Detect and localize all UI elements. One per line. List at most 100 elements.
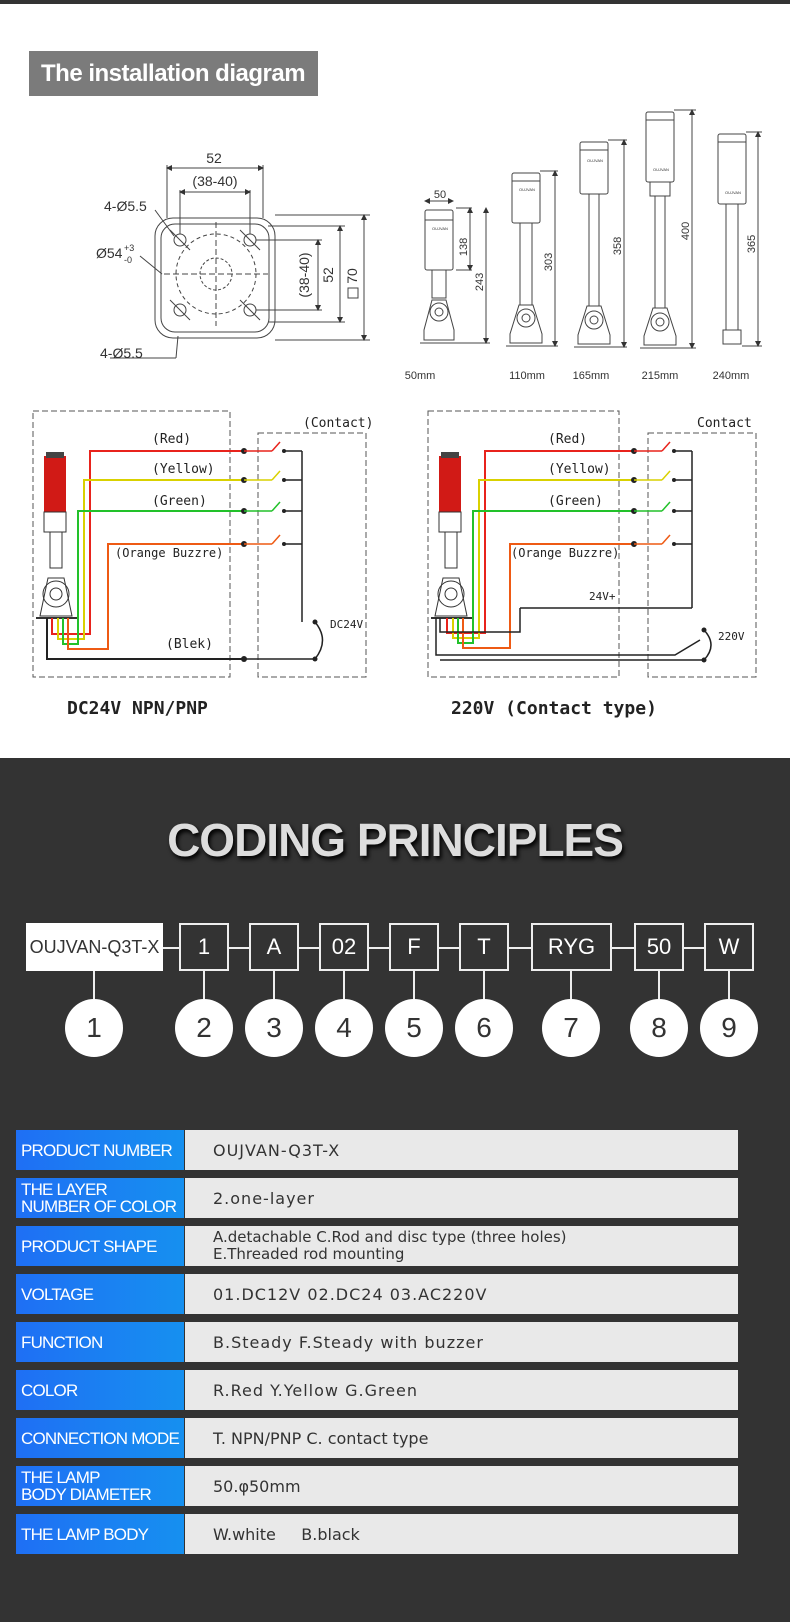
left-supply-label: DC24V: [330, 618, 363, 631]
spec-value: W.white B.black: [185, 1514, 738, 1554]
right-contact-label: Contact: [697, 416, 752, 431]
installation-drawing: 52 (38-40) 4-Ø5.5 Ø54 +3 -0 4-Ø5.5 (38-4…: [32, 109, 762, 719]
left-red-label: (Red): [152, 432, 191, 447]
code-box-shape: A: [249, 923, 299, 971]
code-tick: [658, 971, 660, 999]
code-box-layer: 1: [179, 923, 229, 971]
code-box-body: W: [704, 923, 754, 971]
svg-text:OUJVAN: OUJVAN: [432, 226, 448, 231]
side-52: 52: [320, 267, 336, 283]
coding-heading: CODING PRINCIPLES: [167, 814, 624, 866]
right-red-label: (Red): [548, 432, 587, 447]
spec-value: 50.φ50mm: [185, 1466, 738, 1506]
spec-row-body: THE LAMP BODY W.white B.black: [16, 1514, 738, 1554]
lamp5-h365: 365: [746, 235, 758, 253]
base-plate-drawing: [110, 165, 370, 359]
side-38-40: (38-40): [296, 252, 312, 297]
code-connector: [439, 947, 459, 949]
code-box-model: OUJVAN-Q3T-X: [26, 923, 163, 971]
spec-value: 2.one-layer: [185, 1178, 738, 1218]
spec-label: VOLTAGE: [16, 1274, 184, 1314]
spec-label: CONNECTION MODE: [16, 1418, 184, 1458]
svg-text:OUJVAN: OUJVAN: [653, 167, 669, 172]
code-connector: [163, 947, 179, 949]
code-number-2: 2: [175, 999, 233, 1057]
right-supply-label: 220V: [718, 630, 745, 643]
spec-value: 01.DC12V 02.DC24 03.AC220V: [185, 1274, 738, 1314]
spec-value: OUJVAN-Q3T-X: [185, 1130, 738, 1170]
lamp-brand-marks: OUJVAN OUJVAN OUJVAN OUJVAN OUJVAN: [432, 158, 741, 231]
lamp2-h303: 303: [543, 253, 555, 271]
left-caption: DC24V NPN/PNP: [67, 698, 208, 719]
top-border: [0, 0, 790, 4]
code-number-8: 8: [630, 999, 688, 1057]
lamp3-h358: 358: [612, 237, 624, 255]
spec-row-product-number: PRODUCT NUMBER OUJVAN-Q3T-X: [16, 1130, 738, 1170]
left-orange-label: (Orange Buzzre): [115, 546, 223, 560]
spec-value: T. NPN/PNP C. contact type: [185, 1418, 738, 1458]
phi-label: Ø54: [96, 245, 123, 261]
code-box-color: RYG: [531, 923, 612, 971]
dim-52: 52: [206, 150, 222, 166]
lamp-height-drawings: [420, 109, 762, 349]
lamp-size-4: 215mm: [642, 370, 679, 382]
code-tick: [343, 971, 345, 999]
installation-section: The installation diagram: [0, 0, 790, 758]
code-tick: [728, 971, 730, 999]
hole-top-label: 4-Ø5.5: [104, 198, 147, 214]
code-tick: [570, 971, 572, 999]
installation-title: The installation diagram: [29, 51, 318, 96]
code-box-voltage: 02: [319, 923, 369, 971]
lamp-width-50: 50: [434, 189, 446, 201]
code-connector: [369, 947, 389, 949]
side-70: 70: [344, 268, 360, 284]
spec-label: THE LAYER NUMBER OF COLOR: [16, 1178, 184, 1218]
right-green-label: (Green): [548, 494, 603, 509]
left-black-label: (Blek): [166, 637, 213, 652]
lamp-size-2: 110mm: [509, 370, 545, 382]
svg-text:OUJVAN: OUJVAN: [725, 190, 741, 195]
lamp-size-5: 240mm: [713, 370, 750, 382]
svg-text:OUJVAN: OUJVAN: [587, 158, 603, 163]
lamp-size-3: 165mm: [573, 370, 610, 382]
wiring-diagram-left: [32, 410, 367, 678]
spec-row-diameter: THE LAMP BODY DIAMETER 50.φ50mm: [16, 1466, 738, 1506]
code-number-6: 6: [455, 999, 513, 1057]
spec-row-color: COLOR R.Red Y.Yellow G.Green: [16, 1370, 738, 1410]
code-tick: [483, 971, 485, 999]
hole-bot-label: 4-Ø5.5: [100, 345, 143, 361]
dim-38-40: (38-40): [192, 173, 237, 189]
spec-label: PRODUCT NUMBER: [16, 1130, 184, 1170]
code-number-7: 7: [542, 999, 600, 1057]
spec-value: B.Steady F.Steady with buzzer: [185, 1322, 738, 1362]
spec-label: THE LAMP BODY: [16, 1514, 184, 1554]
spec-label: COLOR: [16, 1370, 184, 1410]
code-connector: [509, 947, 531, 949]
right-plus-label: 24V+: [589, 590, 616, 603]
spec-label: FUNCTION: [16, 1322, 184, 1362]
code-number-9: 9: [700, 999, 758, 1057]
lamp-size-1: 50mm: [405, 370, 436, 382]
svg-text:OUJVAN: OUJVAN: [519, 187, 535, 192]
coding-section: CODING PRINCIPLES OUJVAN-Q3T-X 1 A 02 F …: [0, 758, 790, 1622]
tol-minus: -0: [124, 255, 132, 265]
spec-row-shape: PRODUCT SHAPE A.detachable C.Rod and dis…: [16, 1226, 738, 1266]
left-contact-label: (Contact): [303, 416, 373, 431]
spec-label: THE LAMP BODY DIAMETER: [16, 1466, 184, 1506]
spec-value: A.detachable C.Rod and disc type (three …: [185, 1226, 738, 1266]
code-number-4: 4: [315, 999, 373, 1057]
code-connector: [229, 947, 249, 949]
lamp1-h243: 243: [474, 273, 486, 291]
right-yellow-label: (Yellow): [548, 462, 611, 477]
lamp4-h400: 400: [680, 222, 692, 240]
code-number-1: 1: [65, 999, 123, 1057]
code-tick: [203, 971, 205, 999]
code-connector: [684, 947, 704, 949]
code-box-function: F: [389, 923, 439, 971]
code-number-5: 5: [385, 999, 443, 1057]
code-connector: [612, 947, 634, 949]
wiring-diagram-right: [427, 410, 757, 678]
left-green-label: (Green): [152, 494, 207, 509]
code-box-diameter: 50: [634, 923, 684, 971]
code-box-connection: T: [459, 923, 509, 971]
